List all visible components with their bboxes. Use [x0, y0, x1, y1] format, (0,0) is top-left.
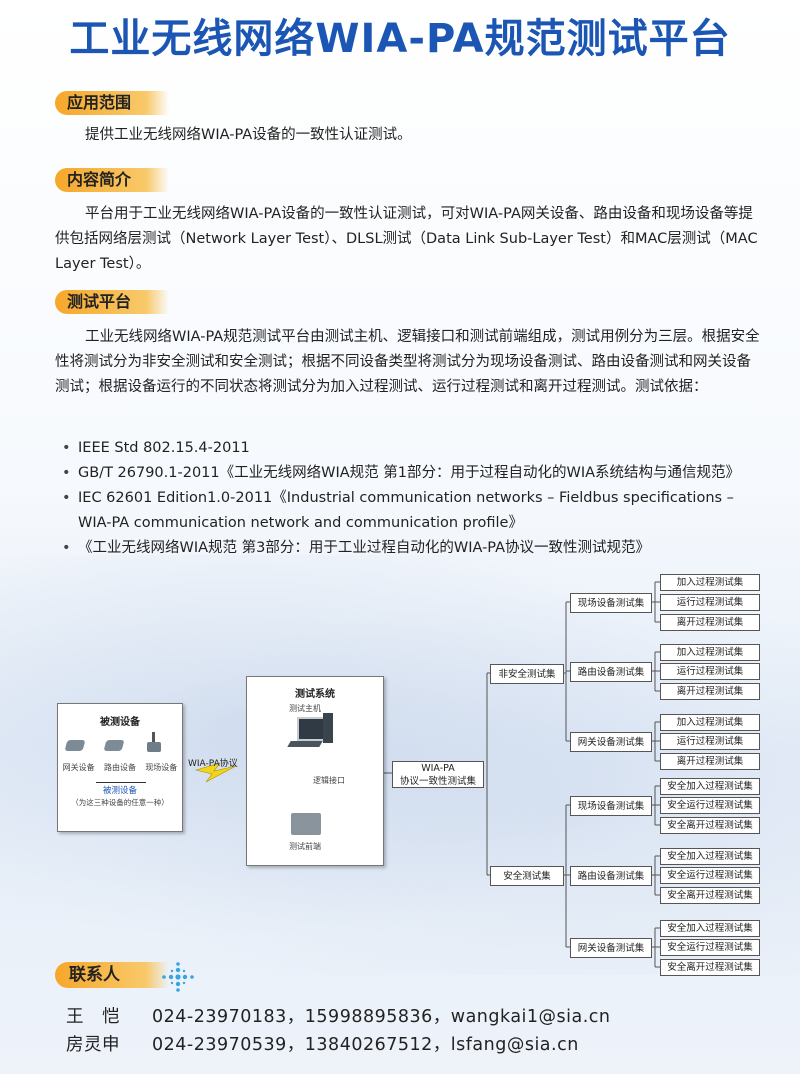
dut-caption: 被测设备	[102, 786, 137, 796]
reference-list: IEEE Std 802.15.4-2011 GB/T 26790.1-2011…	[62, 436, 762, 561]
page-title: 工业无线网络WIA-PA规范测试平台	[69, 16, 731, 62]
tree-branch-node: 安全测试集	[490, 866, 564, 886]
host-label: 测试主机	[289, 704, 321, 713]
reference-item: 《工业无线网络WIA规范 第3部分：用于工业过程自动化的WIA-PA协议一致性测…	[62, 536, 762, 561]
tree-root-node: WIA-PA 协议一致性测试集	[392, 761, 484, 788]
reference-item: IEEE Std 802.15.4-2011	[62, 436, 762, 461]
tree-group-node: 路由设备测试集	[570, 866, 652, 886]
interface-label: 逻辑接口	[313, 776, 345, 785]
tree-leaf-node: 加入过程测试集	[660, 644, 760, 661]
router-device-icon	[103, 740, 125, 751]
tree-leaf-node: 运行过程测试集	[660, 663, 760, 680]
contact-info: 024-23970539，13840267512，lsfang@sia.cn	[152, 1035, 579, 1055]
root-line-2: 协议一致性测试集	[399, 775, 476, 787]
tree-leaf-node: 离开过程测试集	[660, 614, 760, 631]
tree-group-node: 网关设备测试集	[570, 938, 652, 958]
reference-item: GB/T 26790.1-2011《工业无线网络WIA规范 第1部分：用于过程自…	[62, 461, 762, 486]
scope-paragraph: 提供工业无线网络WIA-PA设备的一致性认证测试。	[85, 127, 412, 143]
tree-leaf-node: 离开过程测试集	[660, 753, 760, 770]
device-label-field: 现场设备	[145, 763, 178, 772]
tree-group-node: 现场设备测试集	[570, 593, 652, 613]
platform-text: 工业无线网络WIA-PA规范测试平台由测试主机、逻辑接口和测试前端组成，测试用例…	[55, 325, 760, 400]
tree-branch-node: 非安全测试集	[490, 664, 564, 684]
reference-item: IEC 62601 Edition1.0-2011《Industrial com…	[62, 486, 762, 536]
contact-info: 024-23970183，15998895836，wangkai1@sia.cn	[152, 1007, 611, 1027]
platform-paragraph: 工业无线网络WIA-PA规范测试平台由测试主机、逻辑接口和测试前端组成，测试用例…	[55, 329, 760, 395]
contact-row: 王 恺 024-23970183，15998895836，wangkai1@sia…	[66, 1003, 611, 1031]
tree-leaf-node: 运行过程测试集	[660, 733, 760, 750]
tree-leaf-node: 安全加入过程测试集	[660, 848, 760, 865]
tree-leaf-node: 安全加入过程测试集	[660, 920, 760, 937]
tree-leaf-node: 离开过程测试集	[660, 683, 760, 700]
decorative-dots-icon	[162, 962, 194, 992]
intro-text: 平台用于工业无线网络WIA-PA设备的一致性认证测试，可对WIA-PA网关设备、…	[55, 202, 760, 277]
tree-group-node: 现场设备测试集	[570, 796, 652, 816]
dut-device-labels: 网关设备 路由设备 现场设备	[58, 762, 182, 773]
section-heading-scope: 应用范围	[55, 91, 169, 115]
reference-text: GB/T 26790.1-2011《工业无线网络WIA规范 第1部分：用于过程自…	[78, 465, 741, 481]
tree-leaf-node: 安全离开过程测试集	[660, 817, 760, 834]
test-system-title: 测试系统	[295, 689, 335, 700]
reference-text: IEC 62601 Edition1.0-2011《Industrial com…	[78, 490, 734, 506]
tree-leaf-node: 安全运行过程测试集	[660, 867, 760, 884]
dut-panel: 被测设备 网关设备 路由设备 现场设备 被测设备 （为这三种设备的任意一种）	[57, 703, 183, 832]
section-heading-contact: 联系人	[55, 962, 169, 988]
contact-name: 王 恺	[66, 1007, 120, 1027]
monitor-icon	[297, 717, 325, 741]
tree-leaf-node: 安全离开过程测试集	[660, 959, 760, 976]
wireless-bolt-icon	[194, 762, 237, 783]
device-label-router: 路由设备	[103, 763, 136, 772]
gateway-device-icon	[64, 740, 86, 751]
contact-name: 房灵申	[66, 1035, 120, 1055]
reference-text: IEEE Std 802.15.4-2011	[78, 440, 250, 456]
frontend-label: 测试前端	[289, 842, 321, 851]
tree-group-node: 路由设备测试集	[570, 662, 652, 682]
tree-leaf-node: 安全加入过程测试集	[660, 778, 760, 795]
tree-leaf-node: 安全离开过程测试集	[660, 887, 760, 904]
pc-tower-icon	[323, 713, 333, 743]
contact-list: 王 恺 024-23970183，15998895836，wangkai1@sia…	[66, 1003, 611, 1059]
test-system-panel: 测试系统 测试主机 逻辑接口 测试前端	[246, 676, 384, 866]
tree-group-node: 网关设备测试集	[570, 732, 652, 752]
keyboard-icon	[287, 741, 323, 747]
field-device-icon	[147, 742, 161, 752]
device-label-gateway: 网关设备	[62, 763, 95, 772]
dut-note: （为这三种设备的任意一种）	[71, 798, 169, 807]
contact-row: 房灵申 024-23970539，13840267512，lsfang@sia.c…	[66, 1031, 611, 1059]
tree-leaf-node: 加入过程测试集	[660, 714, 760, 731]
section-heading-intro: 内容简介	[55, 168, 169, 192]
tree-leaf-node: 加入过程测试集	[660, 574, 760, 591]
test-architecture-diagram: 被测设备 网关设备 路由设备 现场设备 被测设备 （为这三种设备的任意一种） W…	[0, 560, 800, 980]
scope-text: 提供工业无线网络WIA-PA设备的一致性认证测试。	[55, 123, 760, 148]
tree-leaf-node: 运行过程测试集	[660, 594, 760, 611]
intro-paragraph: 平台用于工业无线网络WIA-PA设备的一致性认证测试，可对WIA-PA网关设备、…	[55, 206, 758, 272]
reference-text-continued: WIA-PA communication network and communi…	[78, 515, 523, 531]
root-line-1: WIA-PA	[421, 762, 455, 774]
reference-text: 《工业无线网络WIA规范 第3部分：用于工业过程自动化的WIA-PA协议一致性测…	[78, 540, 651, 556]
tree-leaf-node: 安全运行过程测试集	[660, 797, 760, 814]
section-heading-platform: 测试平台	[55, 290, 169, 314]
field-device-antenna-icon	[152, 732, 155, 744]
tree-leaf-node: 安全运行过程测试集	[660, 939, 760, 956]
frontend-device-icon	[291, 813, 321, 835]
dut-title: 被测设备	[100, 717, 140, 728]
protocol-label: WIA-PA协议	[188, 759, 238, 769]
